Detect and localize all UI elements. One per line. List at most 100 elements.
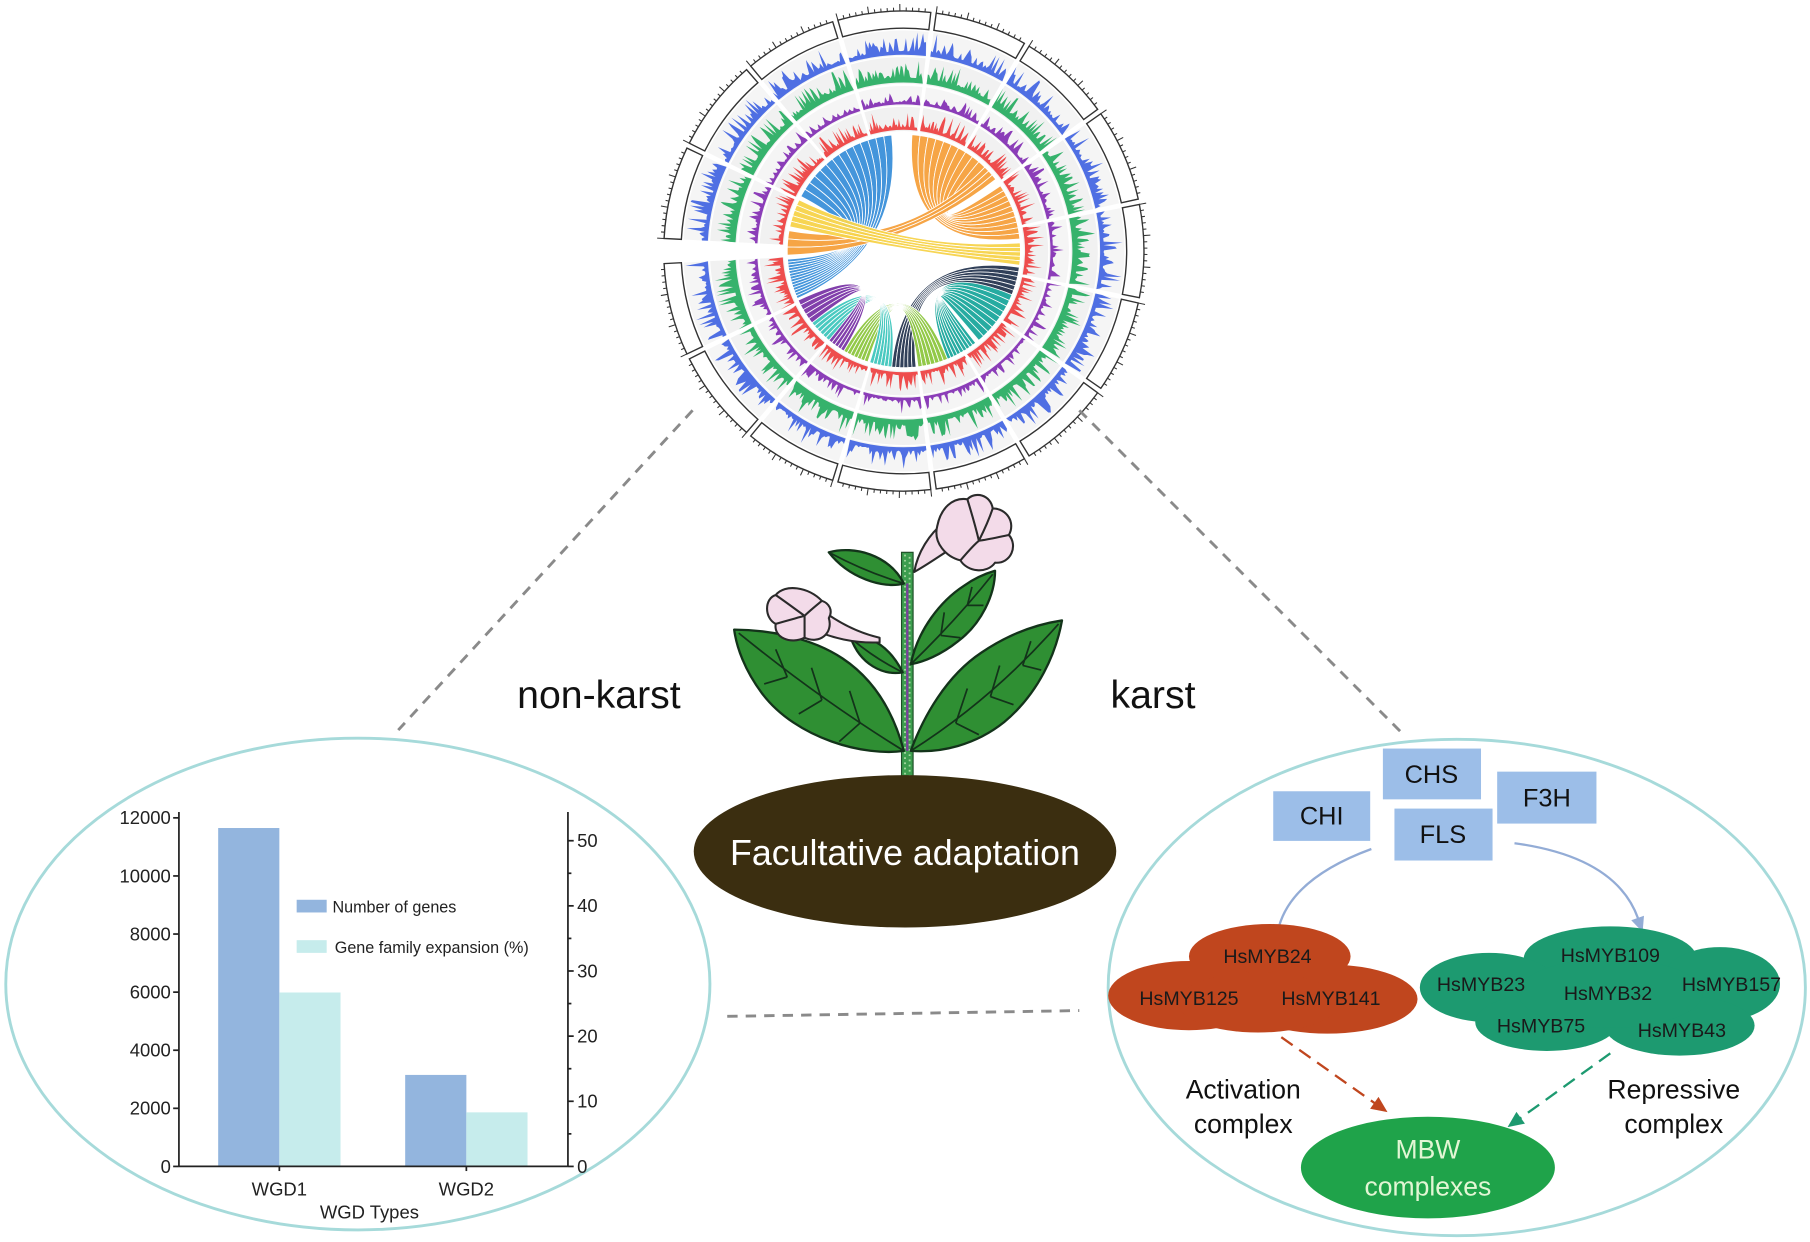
repressive-arrowhead [1507, 1111, 1525, 1128]
circos-scale-ticks [752, 439, 834, 488]
legend-label-gene-family-expansion: Gene family expansion (%) [335, 939, 529, 957]
leaf-veins [738, 552, 1060, 752]
circos-chromosome-segment [1085, 112, 1140, 204]
circos-red-track [1022, 226, 1045, 275]
soil-label: Facultative adaptation [730, 833, 1080, 873]
circos-green-track [991, 350, 1059, 408]
connector-right [1078, 409, 1404, 735]
flowers [766, 493, 1014, 644]
bar-gene-family-expansion-wgd2 [466, 1112, 528, 1167]
circos-scale-ticks [941, 458, 1029, 492]
circos-blue-track [930, 34, 1007, 82]
circos-scale-ticks [688, 363, 747, 439]
circos-blue-track [686, 163, 727, 241]
circos-chromosome-segment [749, 20, 839, 81]
circos-purple-track [746, 187, 772, 244]
circos-scale-ticks [682, 70, 743, 144]
circos-purple-track [923, 99, 980, 125]
circos-chromosome-segment [749, 421, 839, 482]
circos-scale-ticks [745, 20, 828, 67]
enzyme-box-f3h [1497, 771, 1597, 824]
bar-gene-family-expansion-wgd1 [279, 992, 341, 1167]
circos-track-background [926, 58, 1002, 107]
y-tick-label-left: 8000 [130, 923, 171, 944]
arrow-to-repressive [1514, 842, 1640, 919]
circos-green-track [852, 413, 924, 441]
leaf-top-left [827, 548, 905, 587]
enzyme-label-chs: CHS [1405, 761, 1459, 789]
circos-track-background [756, 316, 809, 376]
activation-complex-label: Activation [1186, 1074, 1301, 1104]
circos-chromosome-segment [688, 350, 759, 434]
circos-track-background [763, 40, 847, 101]
circos-blue-track [1006, 66, 1070, 136]
y-tick-label-left: 6000 [130, 981, 171, 1002]
y-tick-label-right: 20 [577, 1025, 598, 1046]
x-tick-label: WGD1 [252, 1178, 307, 1199]
circos-red-track [818, 123, 868, 158]
circos-green-track [790, 69, 854, 122]
flower-petal-lines [775, 594, 823, 638]
y-tick-label-right: 0 [577, 1156, 587, 1177]
circos-green-track [926, 396, 994, 437]
circos-red-track [769, 195, 795, 245]
circos-blue-track [717, 97, 776, 163]
circos-purple-track [980, 116, 1029, 165]
circos-track-background [1023, 156, 1066, 220]
circos-scale-ticks [657, 151, 685, 239]
circos-track-background [756, 126, 809, 186]
circos-chromosome-segment [837, 10, 932, 38]
chart-legend: Number of genes Gene family expansion (%… [296, 898, 529, 957]
circos-scale-ticks [835, 4, 926, 21]
circos-link [940, 295, 985, 346]
circos-purple-track [800, 363, 861, 398]
y-tick-label-left: 12000 [120, 807, 171, 828]
circos-red-track [967, 322, 1016, 369]
complex-arrows [1280, 1036, 1611, 1128]
bar-number-of-genes-wgd2 [405, 1074, 467, 1167]
circos-scale-ticks [660, 268, 688, 358]
circos-red-track [1003, 277, 1037, 328]
legend-swatch-gene-family-expansion [296, 940, 327, 953]
circos-track-background [966, 127, 1021, 181]
circos-track-background [979, 336, 1038, 392]
legend-swatch-number-of-genes [296, 899, 327, 913]
bar-number-of-genes-wgd1 [218, 828, 280, 1167]
y-tick-label-left: 4000 [130, 1040, 171, 1061]
circos-scale-ticks [842, 483, 933, 499]
repressive-cloud: HsMYB109 HsMYB23 HsMYB32 HsMYB157 HsMYB7… [1419, 926, 1781, 1056]
circos-blue-track [775, 402, 846, 449]
circos-chromosome-segment [1085, 298, 1140, 390]
leaf-vein [763, 648, 861, 743]
enzyme-box-chi [1273, 791, 1371, 841]
repressive-complex-label: Repressive [1607, 1074, 1740, 1104]
y-tick-label-right: 30 [577, 960, 598, 981]
circos-purple-track [1047, 221, 1064, 280]
circos-purple-track [923, 377, 985, 410]
circos-blue-track [767, 50, 846, 100]
legend-label-number-of-genes: Number of genes [332, 898, 456, 916]
circos-red-track [920, 114, 969, 147]
circos-track-background [1005, 62, 1082, 136]
enzyme-box-chs [1382, 748, 1482, 800]
activation-complex-label: complex [1194, 1109, 1293, 1139]
y-tick-label-right: 10 [577, 1091, 598, 1112]
y-tick-label-left: 2000 [130, 1098, 171, 1119]
myb-label: HsMYB23 [1437, 974, 1525, 996]
circos-green-track [991, 88, 1058, 152]
connector-bottom [727, 1009, 1080, 1018]
circos-red-track [967, 134, 1012, 180]
circos-red-track [1003, 170, 1036, 225]
circos-green-track [739, 326, 794, 391]
circos-purple-track [765, 131, 808, 186]
flower-petal-lines [959, 498, 1010, 562]
circos-link [797, 283, 866, 352]
circos-green-track [1042, 287, 1091, 359]
circos-blue-track [848, 32, 927, 63]
myb-label: HsMYB32 [1564, 983, 1652, 1005]
leaf-vein [910, 573, 994, 665]
circos-green-track [714, 259, 752, 330]
activation-arrowhead [1370, 1096, 1388, 1113]
circos-link [786, 174, 997, 256]
